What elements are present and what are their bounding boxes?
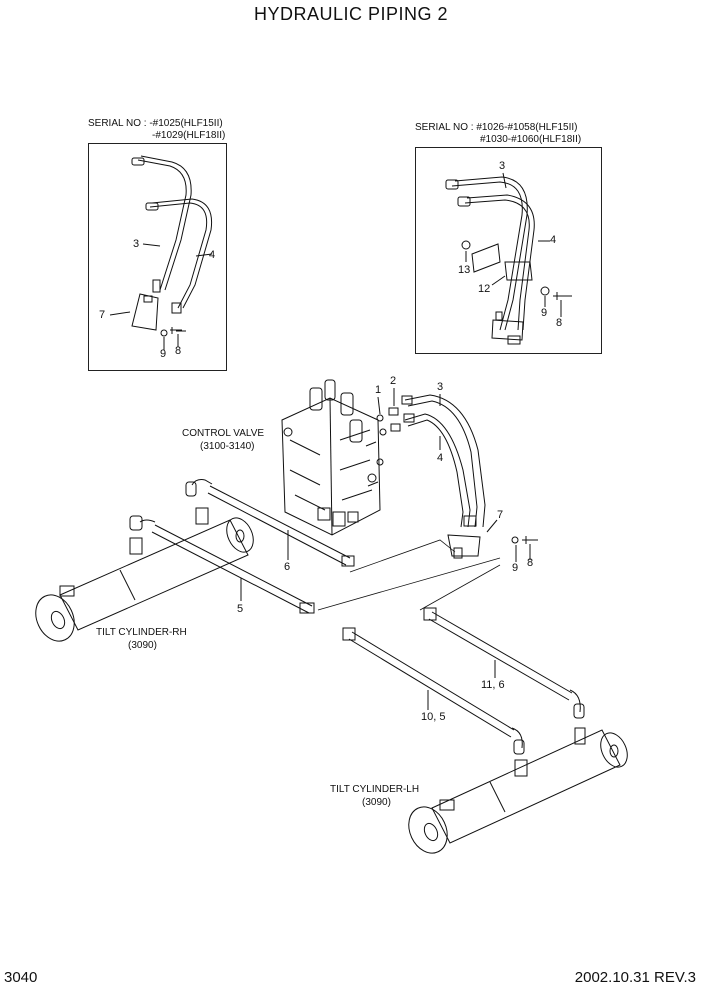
page-title: HYDRAULIC PIPING 2 — [253, 4, 449, 24]
tilt-cylinder-lh-ref: (3090) — [362, 797, 391, 808]
callout-10-5: 10, 5 — [421, 711, 446, 723]
inset-right-serial-line1: SERIAL NO : #1026-#1058(HLF15II) — [415, 122, 578, 133]
callout-9: 9 — [512, 562, 519, 574]
control-valve-label: CONTROL VALVE — [182, 428, 265, 439]
hose-assembly-main — [401, 394, 538, 562]
callout-11-6: 11, 6 — [481, 679, 505, 691]
inset-left-callout-4: 4 — [209, 249, 216, 261]
tilt-cylinder-lh-label: TILT CYLINDER-LH — [330, 784, 420, 795]
callout-8: 8 — [527, 557, 534, 569]
tilt-cylinder-rh-drawing — [35, 507, 254, 642]
callout-7: 7 — [497, 509, 504, 521]
callout-5: 5 — [237, 603, 244, 615]
callout-4: 4 — [437, 452, 444, 464]
pipe-5 — [129, 515, 315, 614]
inset-left-serial-line1: SERIAL NO : -#1025(HLF15II) — [88, 118, 223, 129]
callout-3: 3 — [437, 381, 444, 393]
inset-left-callout-7: 7 — [99, 309, 106, 321]
inset-right-callout-13: 13 — [458, 264, 471, 276]
inset-left-callout-9: 9 — [160, 348, 167, 360]
callout-1: 1 — [375, 384, 382, 396]
inset-right-callout-9: 9 — [541, 307, 548, 319]
page-number: 3040 — [4, 969, 38, 986]
pipe-11 — [423, 607, 585, 719]
tilt-cylinder-rh-label: TILT CYLINDER-RH — [96, 627, 187, 638]
inset-right-callout-8: 8 — [556, 317, 563, 329]
pipe-6 — [185, 479, 355, 567]
inset-left-pipes — [109, 155, 213, 350]
control-valve-ref: (3100-3140) — [200, 441, 255, 452]
callout-2: 2 — [390, 375, 397, 387]
pipe-10 — [342, 627, 525, 755]
inset-right-frame — [415, 147, 602, 354]
tilt-cylinder-lh-drawing — [408, 727, 628, 854]
inset-right-callout-4: 4 — [550, 234, 557, 246]
callout-6: 6 — [284, 561, 291, 573]
valve-fittings — [376, 388, 401, 436]
inset-left-serial-line2: -#1029(HLF18II) — [152, 130, 226, 141]
inset-left-callout-3: 3 — [133, 238, 140, 250]
tilt-cylinder-rh-ref: (3090) — [128, 640, 157, 651]
inset-right-callout-3: 3 — [499, 160, 506, 172]
inset-right-pipes — [445, 172, 572, 345]
inset-right-callout-12: 12 — [478, 283, 491, 295]
inset-right-serial-line2: #1030-#1060(HLF18II) — [480, 134, 582, 145]
connection-lines — [317, 539, 501, 611]
inset-left-frame — [88, 143, 227, 371]
control-valve-drawing — [281, 379, 384, 536]
inset-left-callout-8: 8 — [175, 345, 182, 357]
revision-stamp: 2002.10.31 REV.3 — [574, 969, 696, 986]
